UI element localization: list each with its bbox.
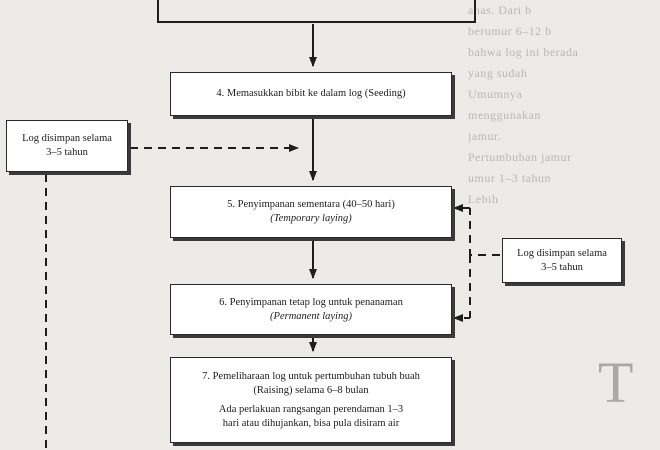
step-7-raising-box: 7. Pemeliharaan log untuk pertumbuhan tu…: [170, 357, 452, 443]
log-storage-left-box: Log disimpan selama 3–5 tahun: [6, 120, 128, 172]
step-6-english-term: (Permanent laying): [270, 310, 352, 322]
step-4-seeding-box: 4. Memasukkan bibit ke dalam log (Seedin…: [170, 72, 452, 116]
dashed-loop-right-storage: [469, 208, 500, 256]
bg-text-line: berumur 6–12 b: [468, 24, 552, 38]
step-7-duration: (Raising) selama 6–8 bulan: [253, 384, 369, 396]
step-7-note-line-1: Ada perlakuan rangsangan perendaman 1–3: [218, 403, 404, 415]
step-4-label: 4. Memasukkan bibit ke dalam log (Seedin…: [216, 88, 406, 99]
log-storage-right-box: Log disimpan selama 3–5 tahun: [502, 238, 622, 283]
step-5-temporary-laying-box: 5. Penyimpanan sementara (40–50 hari) (T…: [170, 186, 452, 238]
storage-left-line-1: Log disimpan selama: [22, 133, 112, 144]
step-5-label: 5. Penyimpanan sementara (40–50 hari): [227, 199, 395, 210]
step-7-note-line-2: hari atau dihujankan, bisa pula disiram …: [222, 417, 400, 429]
storage-left-line-2: 3–5 tahun: [46, 147, 88, 158]
bg-text-line: Lebih: [468, 192, 499, 206]
step-5-english-term: (Temporary laying): [270, 213, 352, 224]
bg-text-line: ahas. Dari b: [468, 3, 532, 17]
background-dropcap: T: [598, 350, 634, 415]
bg-text-line: menggunakan: [468, 108, 541, 122]
step-6-label: 6. Penyimpanan tetap log untuk penanaman: [219, 296, 403, 308]
background-page-text: ahas. Dari b berumur 6–12 b bahwa log in…: [468, 0, 660, 450]
bg-text-line: Umumnya: [468, 87, 523, 101]
previous-box-outline: [157, 0, 476, 23]
bg-text-line: yang sudah: [468, 66, 528, 80]
step-7-label: 7. Pemeliharaan log untuk pertumbuhan tu…: [202, 370, 420, 382]
storage-right-line-1: Log disimpan selama: [517, 247, 607, 259]
bg-text-line: bahwa log ini berada: [468, 45, 579, 59]
storage-right-line-2: 3–5 tahun: [541, 261, 583, 273]
bg-text-line: umur 1–3 tahun: [468, 171, 551, 185]
bg-text-line: Pertumbuhan jamur: [468, 150, 572, 164]
bg-text-line: jamur.: [468, 129, 502, 143]
step-6-permanent-laying-box: 6. Penyimpanan tetap log untuk penanaman…: [170, 284, 452, 335]
